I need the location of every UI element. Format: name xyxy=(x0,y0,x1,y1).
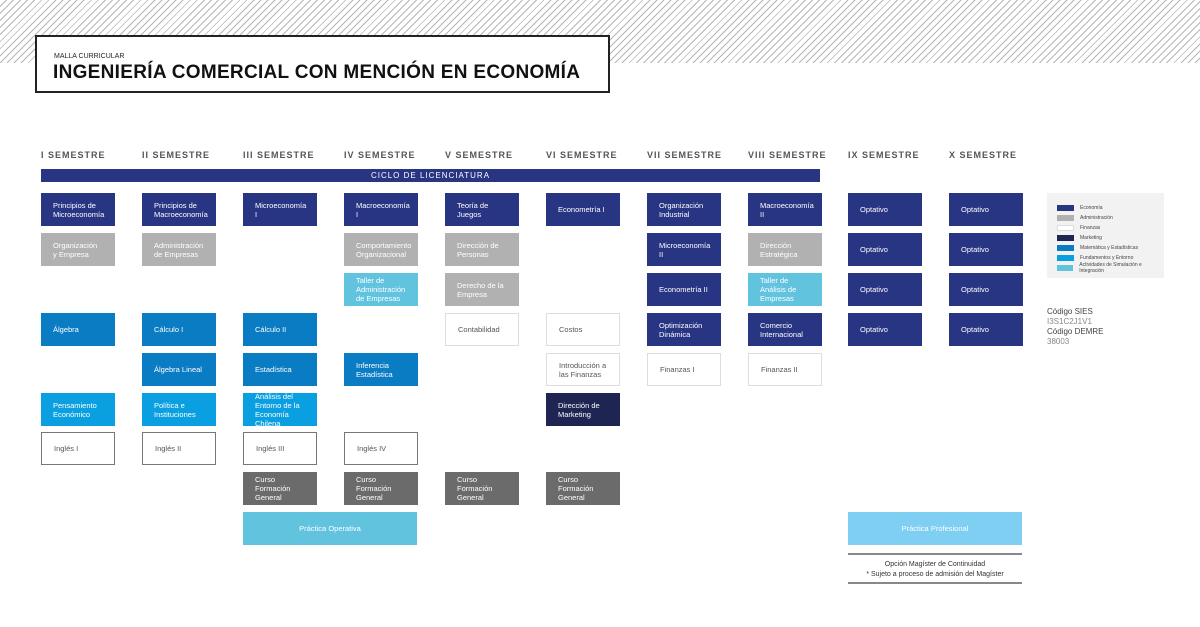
course-mat: Cálculo II xyxy=(243,313,317,346)
legend-swatch xyxy=(1057,215,1074,221)
course-eco: Microeconomía I xyxy=(243,193,317,226)
demre-code: 38003 xyxy=(1047,337,1070,346)
codes: Código SIES I3S1C2J1V1 Código DEMRE 3800… xyxy=(1047,307,1103,347)
sies-label: Código SIES xyxy=(1047,307,1093,316)
course-adm: Dirección Estratégica xyxy=(748,233,822,266)
course-mkt: Dirección de Marketing xyxy=(546,393,620,426)
course-eco: Principios de Macroeconomía xyxy=(142,193,216,226)
course-adm: Comportamiento Organizacional xyxy=(344,233,418,266)
subtitle: MALLA CURRICULAR xyxy=(54,53,125,60)
semester-header: VIII SEMESTRE xyxy=(748,150,827,160)
legend-swatch xyxy=(1057,255,1074,261)
legend-swatch xyxy=(1057,245,1074,251)
legend-item: Fundamentos y Entorno xyxy=(1057,253,1164,263)
course-fg: Curso Formación General xyxy=(243,472,317,505)
semester-header: III SEMESTRE xyxy=(243,150,315,160)
course-sim: Taller de Análisis de Empresas xyxy=(748,273,822,306)
legend-label: Actividades de Simulación e Integración xyxy=(1079,262,1142,274)
course-fin: Introducción a las Finanzas xyxy=(546,353,620,386)
sies-code: I3S1C2J1V1 xyxy=(1047,317,1092,326)
course-eco: Optativo xyxy=(848,193,922,226)
course-eco: Macroeconomía I xyxy=(344,193,418,226)
legend-item: Marketing xyxy=(1057,233,1164,243)
course-fin: Costos xyxy=(546,313,620,346)
course-eng: Inglés III xyxy=(243,432,317,465)
course-eco: Principios de Microeconomía xyxy=(41,193,115,226)
semester-header: VI SEMESTRE xyxy=(546,150,618,160)
legend-item: Administración xyxy=(1057,213,1164,223)
legend-swatch xyxy=(1057,265,1074,271)
course-eng: Inglés I xyxy=(41,432,115,465)
cycle-banner: CICLO DE LICENCIATURA xyxy=(41,169,820,182)
course-eco: Optativo xyxy=(949,233,1023,266)
course-eco: Econometría I xyxy=(546,193,620,226)
course-fund: Pensamiento Económico xyxy=(41,393,115,426)
legend-label: Finanzas xyxy=(1080,225,1101,231)
course-adm: Administración de Empresas xyxy=(142,233,216,266)
course-adm: Dirección de Personas xyxy=(445,233,519,266)
legend-item: Economía xyxy=(1057,203,1164,213)
legend-swatch xyxy=(1057,205,1074,211)
legend-label: Fundamentos y Entorno xyxy=(1080,255,1134,261)
course-fg: Curso Formación General xyxy=(445,472,519,505)
course-eco: Optativo xyxy=(949,273,1023,306)
legend-item: Actividades de Simulación e Integración xyxy=(1057,262,1164,274)
course-adm: Derecho de la Empresa xyxy=(445,273,519,306)
course-eco: Optimización Dinámica xyxy=(647,313,721,346)
course-mat: Álgebra Lineal xyxy=(142,353,216,386)
semester-header: X SEMESTRE xyxy=(949,150,1018,160)
course-eco: Microeconomía II xyxy=(647,233,721,266)
course-fin: Finanzas I xyxy=(647,353,721,386)
course-fg: Curso Formación General xyxy=(344,472,418,505)
course-eco: Optativo xyxy=(949,313,1023,346)
course-eco: Comercio Internacional xyxy=(748,313,822,346)
semester-header: IV SEMESTRE xyxy=(344,150,416,160)
legend-label: Matemática y Estadísticas xyxy=(1080,245,1139,251)
course-sim: Taller de Administración de Empresas xyxy=(344,273,418,306)
course-eco: Optativo xyxy=(848,233,922,266)
divider xyxy=(848,582,1022,584)
legend-label: Administración xyxy=(1080,215,1113,221)
practica-profesional: Práctica Profesional xyxy=(848,512,1022,545)
semester-header: IX SEMESTRE xyxy=(848,150,920,160)
semester-header: VII SEMESTRE xyxy=(647,150,723,160)
legend-item: Matemática y Estadísticas xyxy=(1057,243,1164,253)
course-fund: Política e Instituciones xyxy=(142,393,216,426)
magister-note: Opción Magíster de Continuidad xyxy=(884,561,986,568)
course-eng: Inglés II xyxy=(142,432,216,465)
magister-disclaimer: * Sujeto a proceso de admisión del Magís… xyxy=(866,571,1004,578)
legend-swatch xyxy=(1057,225,1074,231)
course-mat: Álgebra xyxy=(41,313,115,346)
course-eco: Optativo xyxy=(848,313,922,346)
demre-label: Código DEMRE xyxy=(1047,327,1104,336)
course-adm: Organización y Empresa xyxy=(41,233,115,266)
course-eco: Optativo xyxy=(848,273,922,306)
semester-header: V SEMESTRE xyxy=(445,150,514,160)
course-eng: Inglés IV xyxy=(344,432,418,465)
course-eco: Organización Industrial xyxy=(647,193,721,226)
course-mat: Estadística xyxy=(243,353,317,386)
page-title: INGENIERÍA COMERCIAL CON MENCIÓN EN ECON… xyxy=(53,62,581,83)
course-fg: Curso Formación General xyxy=(546,472,620,505)
legend-label: Marketing xyxy=(1080,235,1102,241)
course-fin: Contabilidad xyxy=(445,313,519,346)
course-eco: Macroeconomía II xyxy=(748,193,822,226)
legend-label: Economía xyxy=(1080,205,1103,211)
legend-item: Finanzas xyxy=(1057,223,1164,233)
course-fin: Finanzas II xyxy=(748,353,822,386)
divider xyxy=(848,553,1022,555)
semester-header: II SEMESTRE xyxy=(142,150,211,160)
title-box: MALLA CURRICULAR INGENIERÍA COMERCIAL CO… xyxy=(35,35,610,93)
semester-header: I SEMESTRE xyxy=(41,150,106,160)
course-eco: Optativo xyxy=(949,193,1023,226)
course-mat: Cálculo I xyxy=(142,313,216,346)
course-eco: Teoría de Juegos xyxy=(445,193,519,226)
course-eco: Econometría II xyxy=(647,273,721,306)
practica-operativa: Práctica Operativa xyxy=(243,512,417,545)
legend-swatch xyxy=(1057,235,1074,241)
course-fund: Análisis del Entorno de la Economía Chil… xyxy=(243,392,317,428)
course-mat: Inferencia Estadística xyxy=(344,353,418,386)
